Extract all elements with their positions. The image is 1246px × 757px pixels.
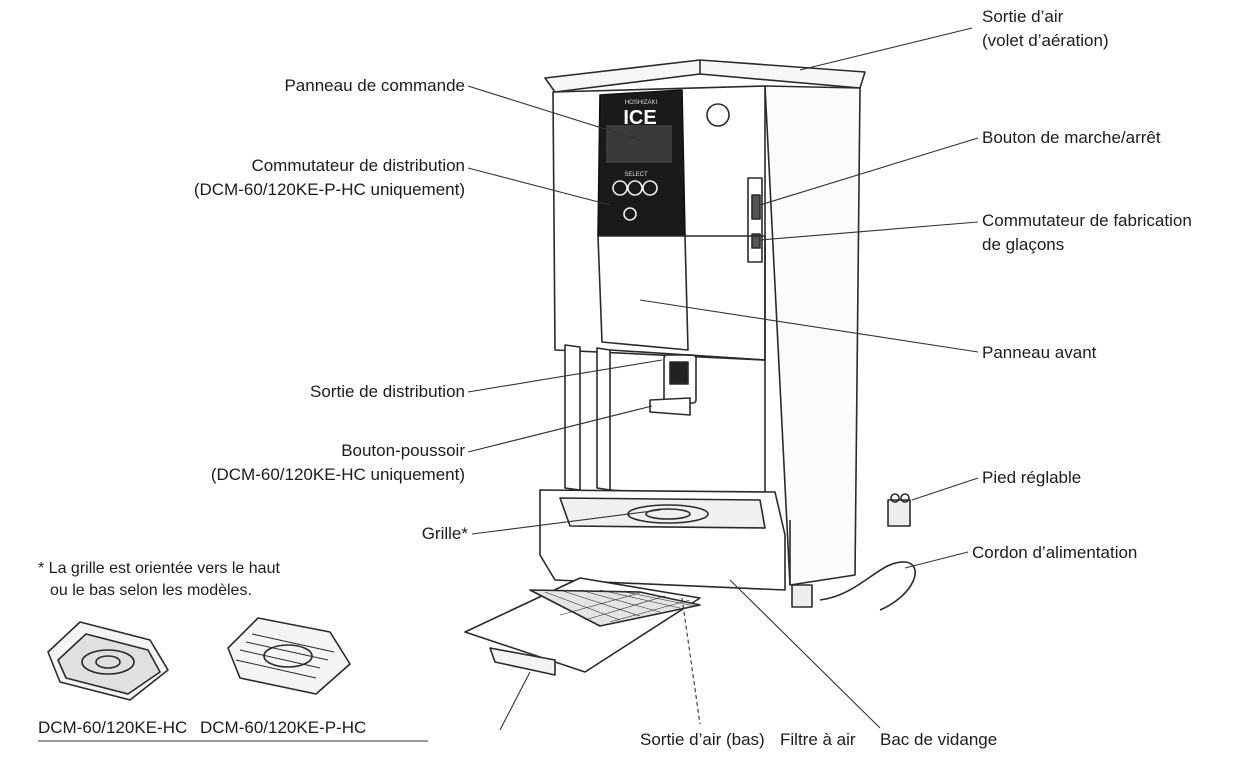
label-icemaking-switch: Commutateur de fabrication: [982, 211, 1192, 230]
label-dispense-switch: Commutateur de distribution: [251, 156, 465, 175]
label-grille: Grille*: [421, 524, 468, 543]
label-power-button: Bouton de marche/arrêt: [982, 128, 1161, 147]
label-dispense-outlet: Sortie de distribution: [310, 382, 465, 401]
label-air-outlet-bottom: Sortie d’air (bas): [640, 730, 765, 749]
leader-lines: [467, 27, 979, 731]
label-dispense-switch-sub: (DCM-60/120KE-P-HC uniquement): [193, 180, 465, 199]
machine-body: [464, 59, 916, 676]
label-air-outlet-top: Sortie d’air: [982, 7, 1064, 26]
label-push-button-sub: (DCM-60/120KE-HC uniquement): [210, 465, 465, 484]
panel-select: SELECT: [624, 172, 648, 178]
note-line-2: ou le bas selon les modèles.: [50, 582, 252, 599]
model-label-right: DCM-60/120KE-P-HC: [200, 718, 367, 737]
model-label-left: DCM-60/120KE-HC: [38, 718, 188, 737]
label-icemaking-switch-sub: de glaçons: [982, 235, 1065, 254]
label-air-filter: Filtre à air: [780, 730, 856, 749]
label-drain-pan: Bac de vidange: [880, 730, 998, 749]
label-air-outlet-top-sub: (volet d’aération): [982, 31, 1109, 50]
label-push-button: Bouton-poussoir: [341, 441, 465, 460]
panel-brand: HOSHIZAKI: [625, 100, 658, 106]
note-line-1: * La grille est orientée vers le haut: [38, 560, 280, 577]
grille-illustration-right: [227, 617, 351, 695]
label-front-panel: Panneau avant: [982, 343, 1097, 362]
label-power-cord: Cordon d’alimentation: [972, 543, 1138, 562]
panel-logo: ICE: [623, 107, 656, 129]
grille-illustration-left: [47, 621, 169, 701]
label-adjustable-leg: Pied réglable: [982, 468, 1082, 487]
label-control-panel: Panneau de commande: [284, 76, 465, 95]
